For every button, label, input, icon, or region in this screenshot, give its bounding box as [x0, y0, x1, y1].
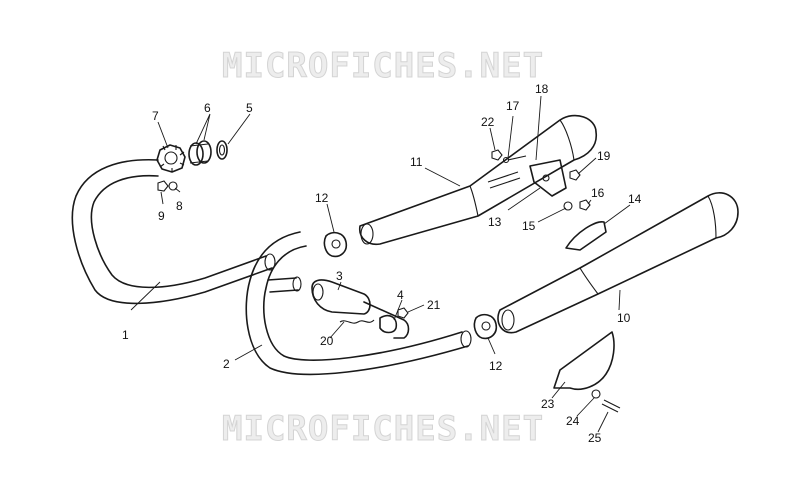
heat-shield-23[interactable]: [553, 331, 615, 390]
washer-8[interactable]: [168, 181, 178, 191]
balance-pipe-3[interactable]: [311, 279, 410, 339]
callout-21: 21: [427, 298, 441, 312]
callout-20: 20: [320, 334, 334, 348]
exhaust-pipe-1[interactable]: [71, 158, 276, 305]
callout-11: 11: [410, 155, 423, 169]
callout-10: 10: [617, 311, 631, 325]
clamp-12-lower[interactable]: [473, 313, 498, 340]
callout-16: 16: [591, 186, 605, 200]
washer-15[interactable]: [563, 201, 573, 211]
callout-8: 8: [176, 199, 183, 213]
callout-1: 1: [122, 328, 129, 342]
nut-16[interactable]: [579, 199, 591, 211]
callout-5: 5: [246, 101, 253, 115]
nut-21[interactable]: [397, 307, 409, 319]
callout-22: 22: [481, 115, 495, 129]
silencer-10[interactable]: [497, 192, 739, 334]
gasket-ring-5[interactable]: [216, 140, 228, 160]
callout-4: 4: [397, 288, 404, 302]
washer-24[interactable]: [591, 389, 601, 399]
callout-18: 18: [535, 82, 549, 96]
callout-9: 9: [158, 209, 165, 223]
clamp-12-upper[interactable]: [323, 231, 348, 258]
silencer-11[interactable]: [358, 114, 598, 246]
callout-24: 24: [566, 414, 580, 428]
screw-25[interactable]: [601, 399, 621, 413]
callout-2: 2: [223, 357, 230, 371]
clamp-4[interactable]: [379, 314, 398, 334]
nut-22[interactable]: [491, 149, 503, 161]
callout-14: 14: [628, 192, 642, 206]
exhaust-collar-6[interactable]: [188, 140, 212, 166]
nut-19[interactable]: [569, 169, 581, 181]
bracket-18[interactable]: [529, 159, 567, 197]
nut-9[interactable]: [157, 180, 169, 192]
bolt-17[interactable]: [502, 155, 527, 164]
exhaust-pipe-2[interactable]: [245, 231, 472, 376]
callout-17: 17: [506, 99, 520, 113]
stud-13[interactable]: [487, 171, 521, 189]
bracket-14[interactable]: [565, 221, 607, 251]
callout-13: 13: [488, 215, 502, 229]
callout-19: 19: [597, 149, 611, 163]
callout-15: 15: [522, 219, 536, 233]
watermark-bottom: MICROFICHES.NET: [222, 409, 544, 449]
callout-25: 25: [588, 431, 602, 445]
leader-lines: [130, 95, 631, 433]
callout-6: 6: [204, 101, 211, 115]
callout-23: 23: [541, 397, 555, 411]
callout-12-upper: 12: [315, 191, 329, 205]
callout-7: 7: [152, 109, 159, 123]
exhaust-nut-7[interactable]: [156, 144, 186, 173]
callout-3: 3: [336, 269, 343, 283]
watermark-top: MICROFICHES.NET: [222, 46, 544, 86]
spring-clip-20[interactable]: [339, 319, 375, 324]
callout-12-lower: 12: [489, 359, 503, 373]
